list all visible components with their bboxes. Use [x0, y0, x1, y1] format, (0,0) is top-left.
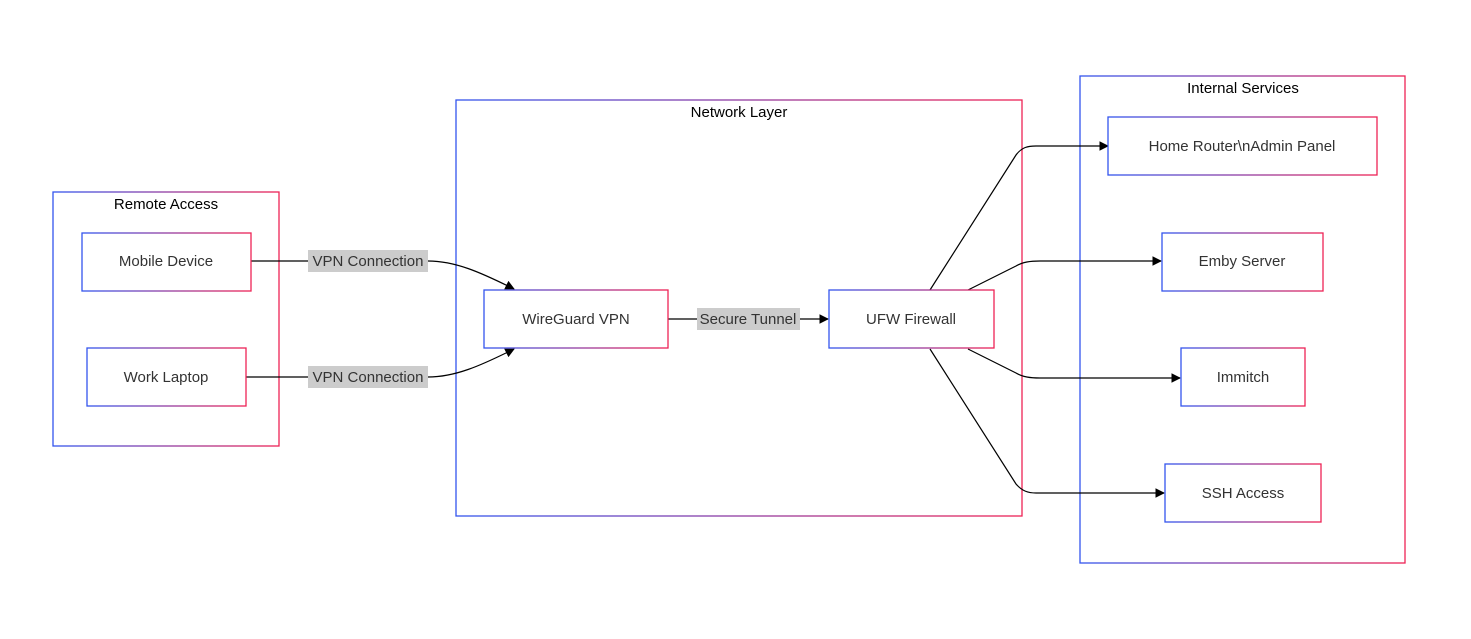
node-ufw-firewall[interactable]: UFW Firewall: [828, 289, 995, 349]
node-ssh-access[interactable]: SSH Access: [1164, 463, 1322, 523]
node-mobile-device[interactable]: Mobile Device: [81, 232, 252, 292]
node-immitch[interactable]: Immitch: [1180, 347, 1306, 407]
cluster-network-layer: Network Layer: [455, 99, 1023, 517]
node-wireguard-vpn[interactable]: WireGuard VPN: [483, 289, 669, 349]
edge-mobile-to-wireguard: [251, 260, 515, 290]
node-home-router[interactable]: Home Router\nAdmin Panel: [1107, 116, 1378, 176]
edge-label-laptop-vpn-text: VPN Connection: [313, 369, 424, 386]
edge-laptop-to-wireguard: [246, 348, 515, 378]
edge-label-mobile-vpn: VPN Connection: [308, 250, 428, 272]
cluster-internal-services: Internal Services: [1079, 75, 1406, 564]
edge-ufw-to-emby: [967, 256, 1162, 291]
node-wireguard-vpn-label: WireGuard VPN: [522, 311, 630, 328]
edge-label-mobile-vpn-text: VPN Connection: [313, 253, 424, 270]
cluster-title-network-layer: Network Layer: [691, 104, 788, 121]
node-immitch-label: Immitch: [1217, 369, 1270, 386]
edge-label-tunnel-text: Secure Tunnel: [700, 311, 797, 328]
edge-label-laptop-vpn: VPN Connection: [308, 366, 428, 388]
cluster-title-remote-access: Remote Access: [114, 196, 218, 213]
cluster-remote-access: Remote Access: [52, 191, 280, 447]
node-mobile-device-label: Mobile Device: [119, 253, 213, 270]
edge-ufw-to-router: [929, 141, 1109, 291]
node-work-laptop[interactable]: Work Laptop: [86, 347, 247, 407]
node-home-router-label: Home Router\nAdmin Panel: [1149, 138, 1336, 155]
node-work-laptop-label: Work Laptop: [124, 369, 209, 386]
edge-ufw-to-ssh: [929, 348, 1165, 498]
node-emby-server-label: Emby Server: [1199, 253, 1286, 270]
cluster-title-internal-services: Internal Services: [1187, 80, 1299, 97]
edge-ufw-to-immitch: [967, 348, 1181, 383]
node-ufw-firewall-label: UFW Firewall: [866, 311, 956, 328]
node-emby-server[interactable]: Emby Server: [1161, 232, 1324, 292]
node-ssh-access-label: SSH Access: [1202, 485, 1285, 502]
edge-label-tunnel: Secure Tunnel: [697, 308, 800, 330]
